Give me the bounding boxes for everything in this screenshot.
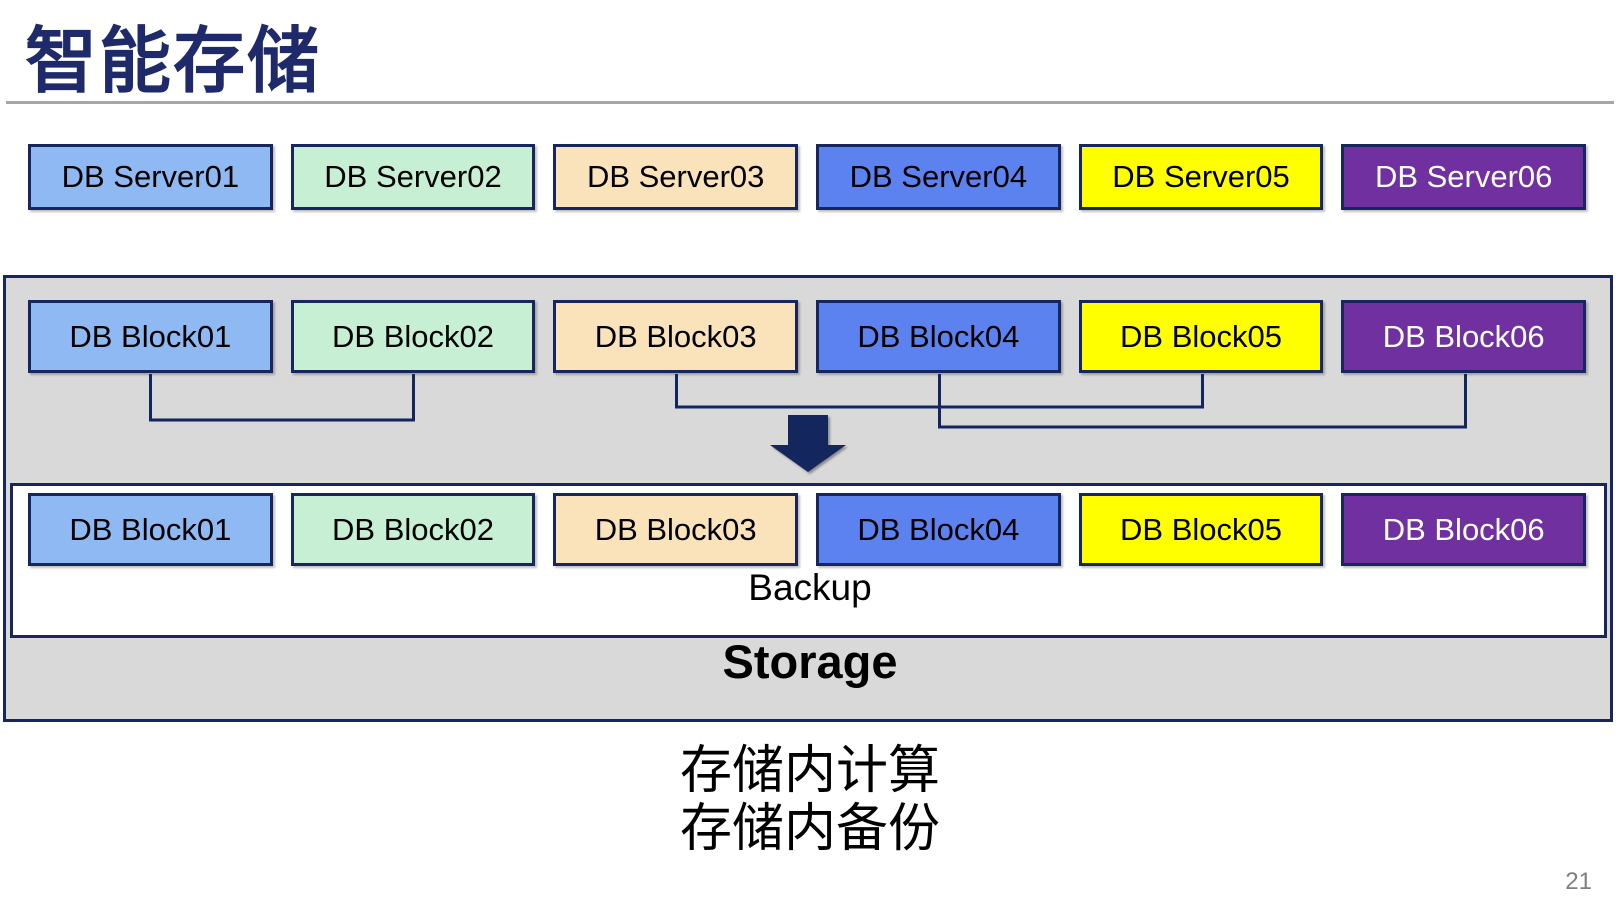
backup-block-06: DB Block06 (1341, 493, 1587, 566)
backup-block-row: DB Block01 DB Block02 DB Block03 DB Bloc… (28, 493, 1587, 566)
storage-block-04: DB Block04 (816, 300, 1061, 373)
backup-block-02: DB Block02 (290, 493, 536, 566)
backup-block-05: DB Block05 (1078, 493, 1324, 566)
slide-title: 智能存储 (25, 22, 322, 102)
storage-block-01: DB Block01 (28, 300, 273, 373)
server-box-03: DB Server03 (553, 144, 799, 210)
server-box-04: DB Server04 (816, 144, 1061, 210)
backup-block-01: DB Block01 (28, 493, 273, 566)
server-box-05: DB Server05 (1078, 144, 1324, 210)
storage-block-06: DB Block06 (1341, 300, 1587, 373)
server-box-01: DB Server01 (28, 144, 273, 210)
storage-block-row: DB Block01 DB Block02 DB Block03 DB Bloc… (28, 300, 1587, 373)
title-divider (6, 101, 1614, 104)
page-number: 21 (1565, 868, 1592, 895)
caption-line-1: 存储内计算 (679, 742, 940, 800)
backup-label: Backup (748, 567, 872, 608)
storage-block-05: DB Block05 (1078, 300, 1324, 373)
backup-block-04: DB Block04 (816, 493, 1061, 566)
caption-line-2: 存储内备份 (679, 800, 940, 859)
server-row: DB Server01 DB Server02 DB Server03 DB S… (28, 144, 1587, 210)
storage-label: Storage (722, 635, 898, 688)
backup-block-03: DB Block03 (553, 493, 799, 566)
server-box-02: DB Server02 (290, 144, 536, 210)
storage-block-03: DB Block03 (553, 300, 799, 373)
backup-box (10, 483, 1607, 638)
server-box-06: DB Server06 (1341, 144, 1587, 210)
caption-block: 存储内计算 存储内备份 (0, 742, 1620, 858)
storage-block-02: DB Block02 (290, 300, 536, 373)
